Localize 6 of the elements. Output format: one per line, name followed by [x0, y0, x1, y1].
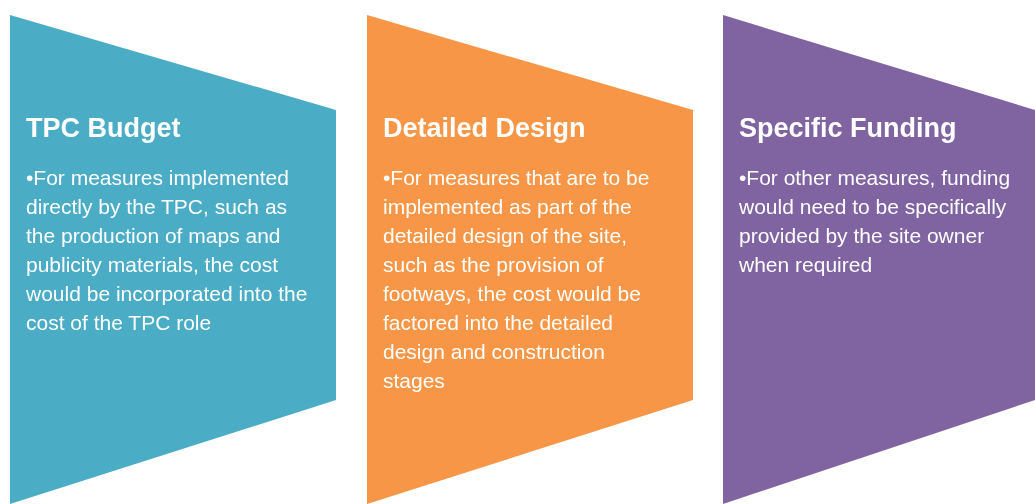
heading: TPC Budget [26, 113, 181, 144]
heading: Detailed Design [383, 113, 586, 144]
bullet-text: •For measures that are to be implemented as part of the detailed design of the site, such as the provision of footways, the cost would be factored into the detailed design and construction stages [383, 165, 651, 394]
heading: Specific Funding [739, 113, 957, 144]
bullet-text: •For other measures, funding would need to be specifically provided by the site owner when required [739, 165, 1011, 278]
bullet-text: •For measures implemented directly by the TPC, such as the production of maps and publicity materials, the cost would be incorporated into the cost of the TPC role [26, 165, 309, 336]
